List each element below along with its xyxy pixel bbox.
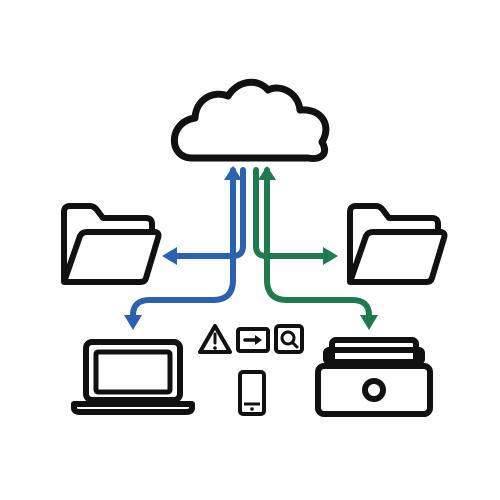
arrow-right-box-icon xyxy=(236,327,270,353)
folder-icon xyxy=(347,203,448,285)
smartphone-icon xyxy=(238,370,266,416)
cloud-icon xyxy=(170,78,330,162)
download-arrows xyxy=(253,166,378,330)
upload-arrows xyxy=(124,166,246,330)
search-box-icon xyxy=(274,324,304,354)
folder-icon xyxy=(61,203,162,285)
warning-icon xyxy=(198,324,232,354)
drive-icon xyxy=(315,337,433,417)
laptop-icon xyxy=(71,339,195,415)
